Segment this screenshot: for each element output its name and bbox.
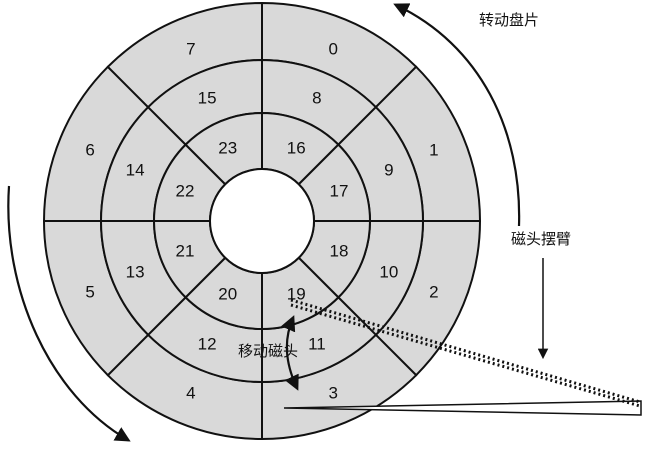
head-arm-shadow-1 [290,298,641,404]
sector-number-14: 14 [126,161,145,180]
head-arm [283,400,642,416]
sector-number-7: 7 [186,40,195,59]
sector-number-3: 3 [328,383,337,402]
sector-number-12: 12 [198,334,217,353]
sector-number-8: 8 [312,89,321,108]
move-head-arrow [281,315,299,391]
sector-number-2: 2 [429,283,438,302]
sector-number-17: 17 [330,181,349,200]
spindle-hole [209,168,315,274]
sector-number-5: 5 [85,283,94,302]
sector-number-6: 6 [85,140,94,159]
sector-number-4: 4 [186,383,195,402]
sector-number-0: 0 [328,40,337,59]
label-move-head: 移动磁头 [238,342,298,360]
sector-number-20: 20 [218,284,237,303]
sector-number-10: 10 [379,262,398,281]
sector-number-22: 22 [176,181,195,200]
sector-number-16: 16 [287,139,306,158]
rotation-arrow-left [7,185,131,442]
sector-number-13: 13 [126,262,145,281]
head-arm-shadow-2 [290,303,641,408]
label-rotate: 转动盘片 [479,11,539,29]
sector-number-15: 15 [198,89,217,108]
label-arm: 磁头摆臂 [511,230,571,248]
sector-number-23: 23 [218,139,237,158]
sector-number-1: 1 [429,140,438,159]
sector-number-9: 9 [384,161,393,180]
sector-number-11: 11 [308,334,326,353]
sector-number-21: 21 [176,242,195,261]
rotation-arrow-right [393,3,521,227]
sector-number-18: 18 [330,242,349,261]
